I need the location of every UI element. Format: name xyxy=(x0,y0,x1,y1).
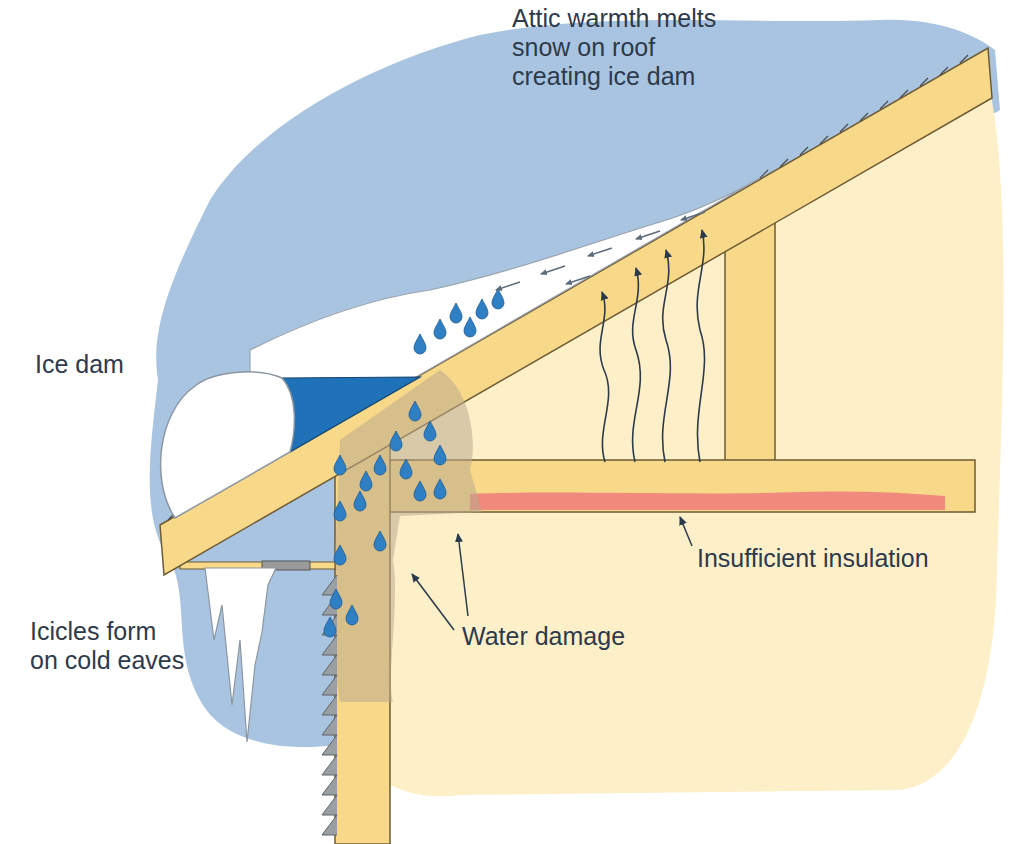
icicles xyxy=(205,568,276,742)
snow-layer xyxy=(250,178,760,473)
callout-label: Ice dam xyxy=(35,350,124,379)
roof-rafter xyxy=(160,48,992,575)
siding xyxy=(322,575,337,835)
leader-arrows xyxy=(412,517,692,630)
heat-arrows xyxy=(600,230,704,462)
callout-label: Icicles form on cold eaves xyxy=(30,617,188,675)
water-stain xyxy=(335,370,482,702)
melt-flow-arrows xyxy=(496,212,705,290)
insulation-layer xyxy=(470,491,945,510)
attic-warm-blob xyxy=(335,90,1004,796)
ice-dam-mound xyxy=(161,372,295,518)
callout-label: Attic warmth melts snow on roof creating… xyxy=(512,4,734,91)
callout-label: Insufficient insulation xyxy=(697,544,929,573)
water-drops xyxy=(324,289,504,637)
melt-water-pool xyxy=(280,377,420,452)
callout-label: Water damage xyxy=(462,622,625,651)
